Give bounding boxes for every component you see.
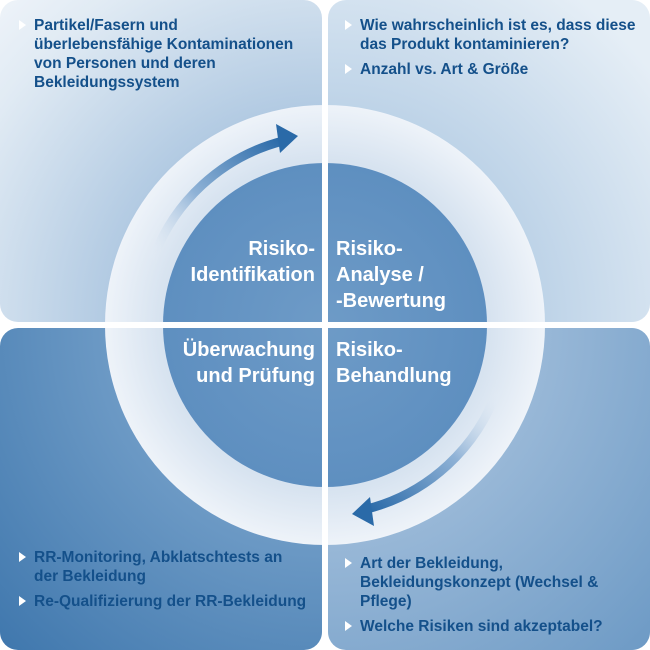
label-risk-treatment: Risiko- Behandlung: [336, 339, 452, 387]
arrow-head-bottom-icon: [352, 497, 374, 526]
bullet-list-top-right: Wie wahrscheinlich ist es, dass diese da…: [344, 16, 644, 85]
bullet-triangle-icon: [345, 64, 352, 74]
arrow-head-top-icon: [276, 124, 298, 153]
bullet-triangle-icon: [19, 596, 26, 606]
bullet-item: Wie wahrscheinlich ist es, dass diese da…: [344, 16, 644, 54]
bullet-item: Partikel/Fasern und überlebensfähige Kon…: [18, 16, 308, 92]
bullet-triangle-icon: [345, 20, 352, 30]
bullet-triangle-icon: [345, 558, 352, 568]
bullet-triangle-icon: [19, 552, 26, 562]
bullet-item: RR-Monitoring, Abklatschtests an der Bek…: [18, 548, 308, 586]
bullet-item: Art der Bekleidung, Bekleidungskonzept (…: [344, 554, 644, 611]
bullet-item: Re-Qualifizierung der RR-Bekleidung: [18, 592, 308, 611]
divider-horizontal: [0, 322, 650, 328]
bullet-list-bottom-right: Art der Bekleidung, Bekleidungskonzept (…: [344, 554, 644, 642]
bullet-item: Anzahl vs. Art & Größe: [344, 60, 644, 79]
label-monitoring-testing: Überwachung und Prüfung: [182, 339, 315, 387]
bullet-triangle-icon: [19, 20, 26, 30]
bullet-list-bottom-left: RR-Monitoring, Abklatschtests an der Bek…: [18, 548, 308, 617]
label-risk-identification: Risiko- Identifikation: [190, 238, 315, 286]
cycle-arrow-top: [147, 136, 288, 267]
cycle-arrow-bottom: [362, 383, 503, 514]
bullet-triangle-icon: [345, 621, 352, 631]
bullet-list-top-left: Partikel/Fasern und überlebensfähige Kon…: [18, 16, 308, 98]
label-risk-analysis: Risiko- Analyse / -Bewertung: [336, 238, 446, 312]
bullet-item: Welche Risiken sind akzeptabel?: [344, 617, 644, 636]
